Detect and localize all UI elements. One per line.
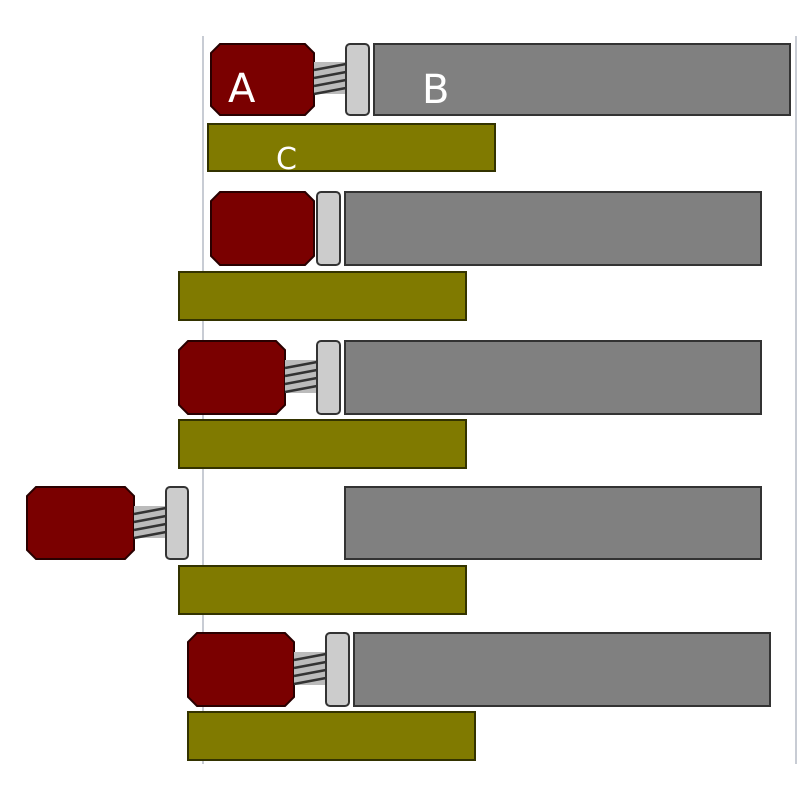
row-2 xyxy=(178,191,762,321)
row-4 xyxy=(26,486,762,615)
spring-icon xyxy=(284,360,318,394)
spring-icon xyxy=(293,652,327,686)
part-a-block xyxy=(26,486,135,560)
part-a-block xyxy=(187,632,295,707)
part-b-bar xyxy=(353,632,771,707)
spring-icon xyxy=(133,506,167,540)
spring-icon xyxy=(313,62,347,96)
part-c-bar xyxy=(178,565,467,615)
part-b-bar xyxy=(344,340,762,415)
part-a-block xyxy=(210,191,315,266)
part-c-bar xyxy=(178,271,467,321)
end-cap xyxy=(165,486,189,560)
part-a-block xyxy=(210,43,315,116)
part-c-bar xyxy=(187,711,476,761)
row-1: A B C xyxy=(207,43,791,177)
label-a: A xyxy=(228,66,256,112)
part-c-bar xyxy=(207,123,496,172)
end-cap xyxy=(345,43,370,116)
part-b-bar xyxy=(373,43,791,116)
end-cap xyxy=(316,191,341,266)
part-b-bar xyxy=(344,486,762,560)
label-c: C xyxy=(276,142,297,177)
row-5 xyxy=(187,632,771,761)
end-cap xyxy=(325,632,350,707)
part-a-block xyxy=(178,340,286,415)
end-cap xyxy=(316,340,341,415)
label-b: B xyxy=(422,67,449,113)
row-3 xyxy=(178,340,762,469)
part-b-bar xyxy=(344,191,762,266)
part-c-bar xyxy=(178,419,467,469)
